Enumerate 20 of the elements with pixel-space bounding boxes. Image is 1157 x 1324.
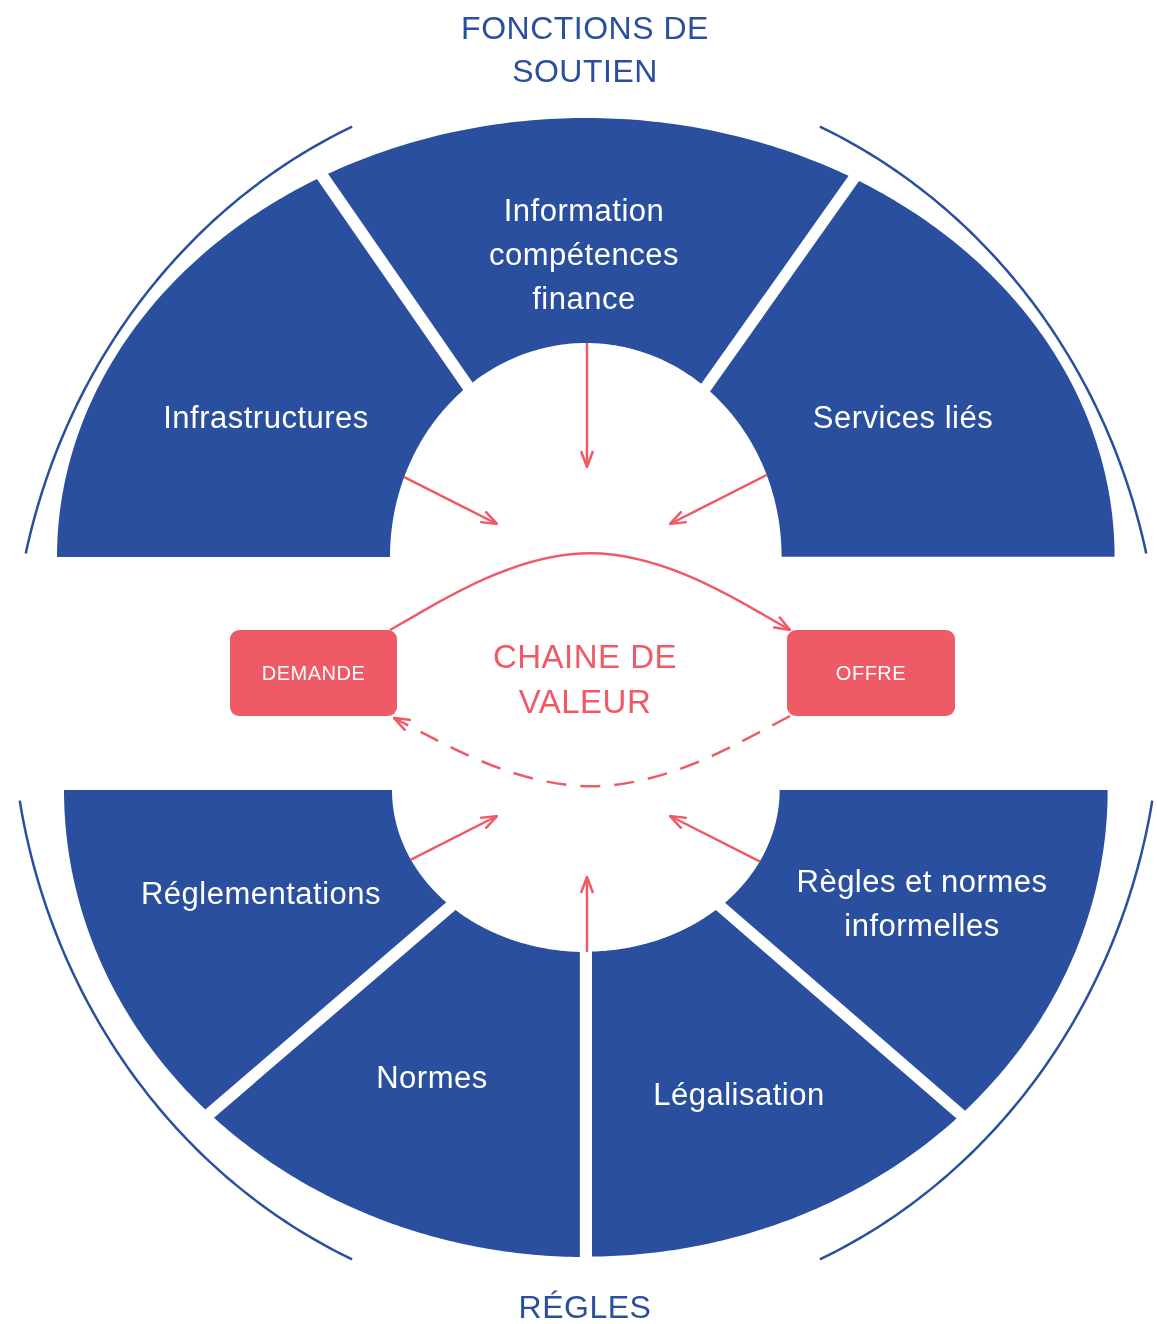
value-chain-box: OFFRE [787,630,955,716]
segment-label: Information compétences finance [488,192,680,318]
segment-label: Légalisation [652,1076,826,1114]
segment-label: Infrastructures [162,399,370,437]
segment-label: Services liés [811,399,995,437]
value-chain-box: DEMANDE [230,630,397,716]
arrow [579,343,595,469]
arrow [668,473,768,526]
flow-arrow [389,552,792,632]
section-heading: RÉGLES [517,1288,653,1324]
segment-label: Réglementations [139,875,383,913]
section-heading: FONCTIONS DE SOUTIEN [460,8,710,91]
segment-label: Règles et normes informelles [795,863,1049,945]
center-title: CHAINE DE VALEUR [491,637,679,722]
flow-arrow [392,714,791,788]
segment-label: Normes [375,1059,489,1097]
arrow [579,875,595,952]
arrow [668,814,761,863]
arrow [409,814,499,861]
arrow [403,475,499,526]
